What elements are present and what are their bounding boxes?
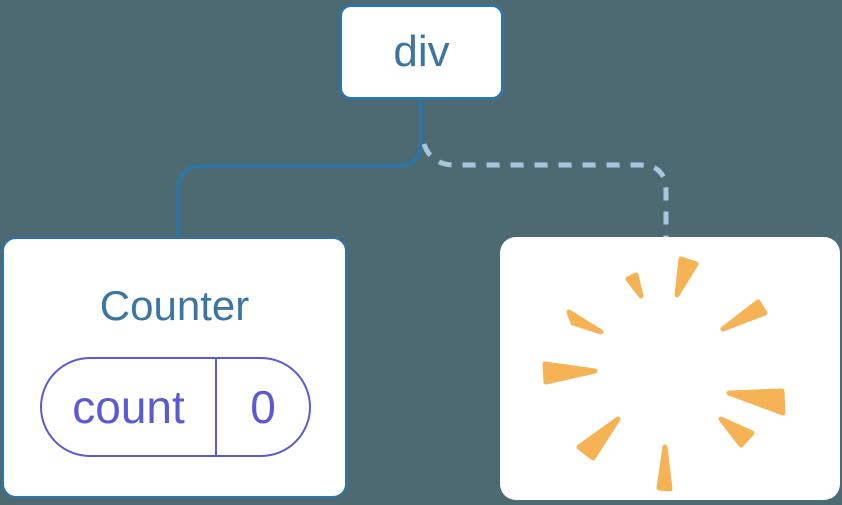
counter-node: Counter count 0 xyxy=(2,237,347,498)
root-node: div xyxy=(339,4,504,100)
counter-node-title: Counter xyxy=(99,282,250,329)
state-key-label: count xyxy=(42,359,217,455)
state-value-label: 0 xyxy=(250,381,276,433)
removed-node xyxy=(500,237,840,500)
state-pill: count 0 xyxy=(40,357,311,457)
edge-root-to-counter xyxy=(176,100,423,239)
root-node-label: div xyxy=(393,27,450,76)
edge-root-to-removed xyxy=(421,143,669,239)
poof-icon xyxy=(542,256,786,492)
